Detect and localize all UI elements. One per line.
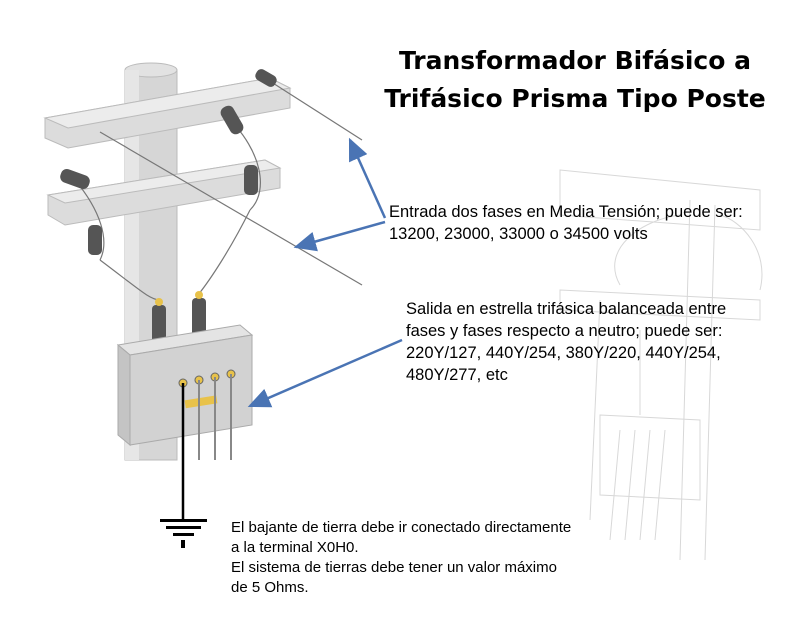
note-line: El sistema de tierras debe tener un valo… xyxy=(231,559,557,576)
background-pole-sketch xyxy=(559,169,763,561)
upper-crossarm xyxy=(43,77,292,149)
output-note: Salida en estrella trifásica balanceada … xyxy=(406,298,726,386)
lower-crossarm xyxy=(46,159,282,226)
page-title: Transformador Bifásico a Trifásico Prism… xyxy=(380,42,770,118)
ground-icon xyxy=(160,519,207,548)
note-line: Salida en estrella trifásica balanceada … xyxy=(406,300,727,318)
title-line: Transformador Bifásico a xyxy=(399,46,751,75)
note-line: 13200, 23000, 33000 o 34500 volts xyxy=(389,225,648,243)
note-line: 480Y/277, etc xyxy=(406,366,508,384)
ground-note: El bajante de tierra debe ir conectado d… xyxy=(231,518,571,598)
arrow-to-lower-line xyxy=(293,220,386,252)
input-note: Entrada dos fases en Media Tensión; pued… xyxy=(389,201,743,245)
note-line: a la terminal X0H0. xyxy=(231,539,359,556)
note-line: 220Y/127, 440Y/254, 380Y/220, 440Y/254, xyxy=(406,344,721,362)
arrow-to-transformer xyxy=(247,338,403,408)
title-line: Trifásico Prisma Tipo Poste xyxy=(384,84,766,113)
insulators xyxy=(60,69,277,345)
note-line: de 5 Ohms. xyxy=(231,579,309,596)
transformer xyxy=(116,324,254,460)
note-line: El bajante de tierra debe ir conectado d… xyxy=(231,519,572,536)
note-line: fases y fases respecto a neutro; puede s… xyxy=(406,322,723,340)
callout-arrows xyxy=(247,137,403,408)
arrow-to-upper-line xyxy=(348,137,387,219)
note-line: Entrada dos fases en Media Tensión; pued… xyxy=(389,203,743,221)
